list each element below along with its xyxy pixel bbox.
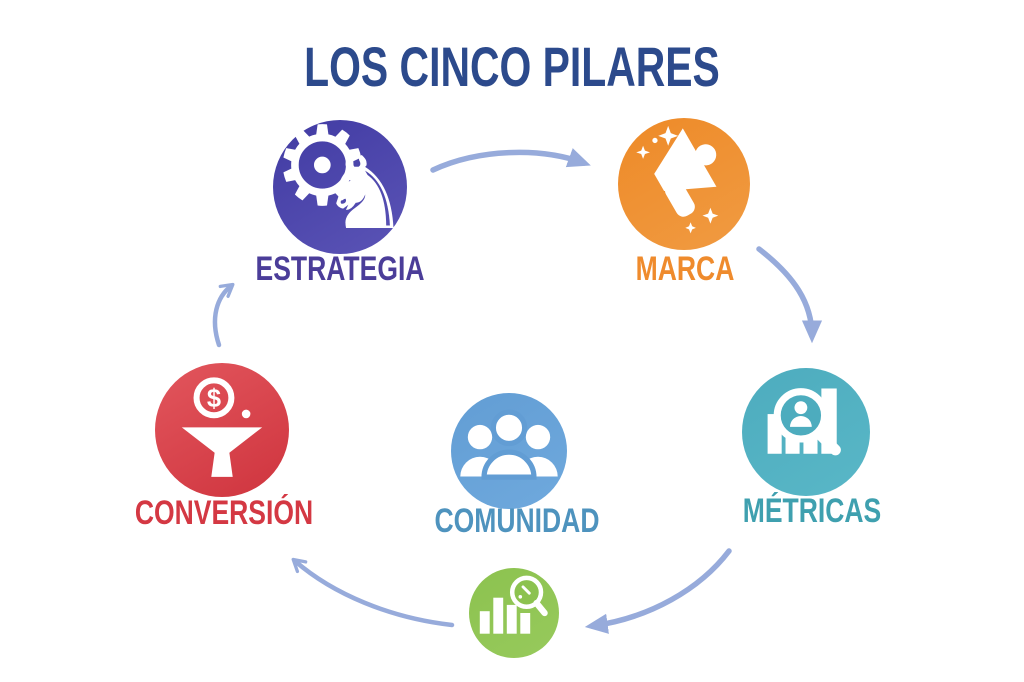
- magnifier-icon: [509, 575, 548, 617]
- svg-text:$: $: [207, 385, 221, 413]
- arrow-analisis-to-conversion: [291, 557, 455, 628]
- sparkle-icon: [658, 125, 679, 146]
- sparkle-dot-icon: [652, 137, 658, 144]
- megaphone-icon: [654, 128, 717, 217]
- arrow-conversion-to-estrategia: [212, 282, 235, 348]
- magnifier-icon: [773, 388, 841, 456]
- pillar-comunidad-label: COMUNIDAD: [434, 502, 600, 540]
- pillar-comunidad-circle: [451, 393, 567, 509]
- person-icon: [467, 424, 493, 450]
- pillar-conversion-label: CONVERSIÓN: [134, 494, 314, 532]
- bar-chart-icon: [479, 597, 531, 634]
- megaphone-sparkles-icon: [636, 125, 719, 234]
- dollar-coin-funnel-icon: $: [181, 377, 263, 477]
- pillar-metricas-label: MÉTRICAS: [742, 492, 882, 530]
- people-group-icon: [460, 409, 558, 480]
- person-icon: [525, 424, 551, 450]
- funnel-icon: [181, 427, 263, 477]
- pillar-conversion-circle: $: [155, 363, 289, 497]
- person-icon: [790, 401, 812, 427]
- bar-chart-magnifier-icon: [479, 575, 548, 634]
- pillar-estrategia-circle: ⚙ ♞: [273, 112, 410, 254]
- chess-knight-icon: ♞: [320, 138, 410, 250]
- person-icon: [481, 409, 537, 480]
- coin-dot-icon: [241, 409, 251, 419]
- sparkle-icon: [702, 207, 719, 224]
- bar-chart-magnifier-person-icon: [767, 388, 841, 456]
- diagram-title: LOS CINCO PILARES: [304, 35, 720, 98]
- pillar-marca-circle: [618, 118, 750, 250]
- gear-icon: ⚙: [273, 105, 372, 228]
- arrow-estrategia-to-marca: [430, 148, 591, 173]
- sparkle-icon: [636, 145, 650, 159]
- pillar-marca-label: MARCA: [635, 250, 735, 288]
- arrow-metricas-to-analisis: [584, 548, 732, 634]
- analisis-circle: [469, 568, 559, 658]
- sparkle-icon: [685, 222, 696, 234]
- dollar-coin-icon: $: [193, 377, 235, 419]
- pillar-estrategia-label: ESTRATEGIA: [255, 250, 425, 288]
- pillar-metricas-circle: [742, 368, 870, 496]
